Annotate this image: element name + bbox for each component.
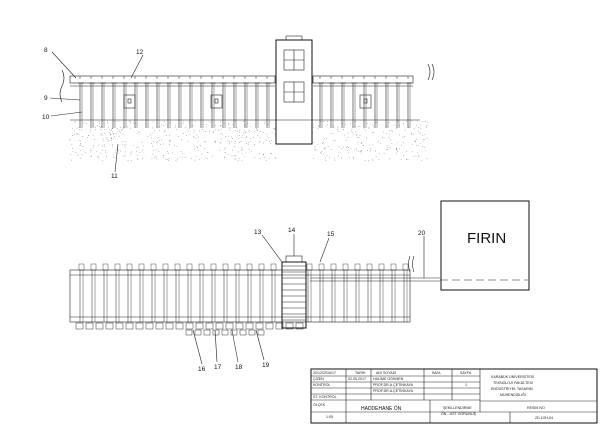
tb-row-stcheck: ST. KONTROL xyxy=(313,395,337,399)
callout-8: 8 xyxy=(44,47,48,54)
callout-17: 17 xyxy=(214,364,222,371)
tb-project: HADDEHANE ÖN xyxy=(361,405,402,412)
ground-section xyxy=(69,120,429,162)
callout-16: 16 xyxy=(198,366,206,373)
furnace-label: FIRIN xyxy=(467,230,506,247)
tb-name-check: PROF.DR.A.ÇETİNKAYA xyxy=(373,382,414,387)
callout-9: 9 xyxy=(44,95,48,102)
callout-13: 13 xyxy=(254,229,262,236)
tb-view-2: ÖN - ÜST GÖRÜNÜŞ xyxy=(441,412,477,416)
plan-drive-motors xyxy=(75,322,304,336)
callout-12: 12 xyxy=(136,49,144,56)
tb-univ-3: ENDÜSTRİYEL TASARIM xyxy=(491,386,533,391)
tb-name-stcheck: PROF.DR.A.ÇETİNKAYA xyxy=(373,388,414,393)
plan-view xyxy=(69,200,530,365)
tb-sheet-label: SAYFA xyxy=(460,371,472,375)
tb-col-name: ADI SOYADI xyxy=(376,371,396,375)
front-view xyxy=(49,35,435,173)
tb-univ-4: MÜHENDİSLİĞİ xyxy=(500,392,526,397)
tb-col-date: TARİH xyxy=(355,370,366,375)
callout-11: 11 xyxy=(111,173,118,180)
tb-scale: 1:05 xyxy=(326,415,333,419)
tb-univ-1: KARABÜK ÜNİVERSİTESİ xyxy=(491,374,534,379)
callout-15: 15 xyxy=(327,231,335,238)
tb-row-scale: ÖLÇEK xyxy=(313,403,326,407)
tb-univ-2: TEKNOLOJİ FAKÜLTESİ xyxy=(493,380,533,385)
title-block: 20/12/2016/17 TARİH ADI SOYADI İMZA ÇİZE… xyxy=(310,368,598,424)
front-support-columns xyxy=(78,76,412,128)
tb-row-check: KONTROL xyxy=(313,383,330,387)
tb-date-header: 20/12/2016/17 xyxy=(313,371,336,375)
callout-19: 19 xyxy=(262,362,270,369)
central-roll-stand xyxy=(275,39,313,145)
tb-sheet-value: 1 xyxy=(465,383,467,387)
tb-drawing-no-label: RESİM NO xyxy=(527,405,545,410)
tb-view-1: ŞEKİLLENDİRME xyxy=(443,405,472,410)
furnace-box xyxy=(440,200,530,291)
tb-row-drawn: ÇİZEN xyxy=(313,376,324,381)
callout-20: 20 xyxy=(418,230,426,237)
callout-14: 14 xyxy=(288,227,296,234)
callout-18: 18 xyxy=(235,364,243,371)
tb-name-drawn: HALİME GÖKMEN xyxy=(373,376,404,381)
plan-rollers xyxy=(78,263,409,322)
tb-drawing-no: 2D.1OH-04 xyxy=(535,416,553,420)
tb-date: 02.05.2017 xyxy=(348,377,366,381)
tb-col-sign: İMZA xyxy=(432,370,441,375)
callout-10: 10 xyxy=(42,114,50,121)
